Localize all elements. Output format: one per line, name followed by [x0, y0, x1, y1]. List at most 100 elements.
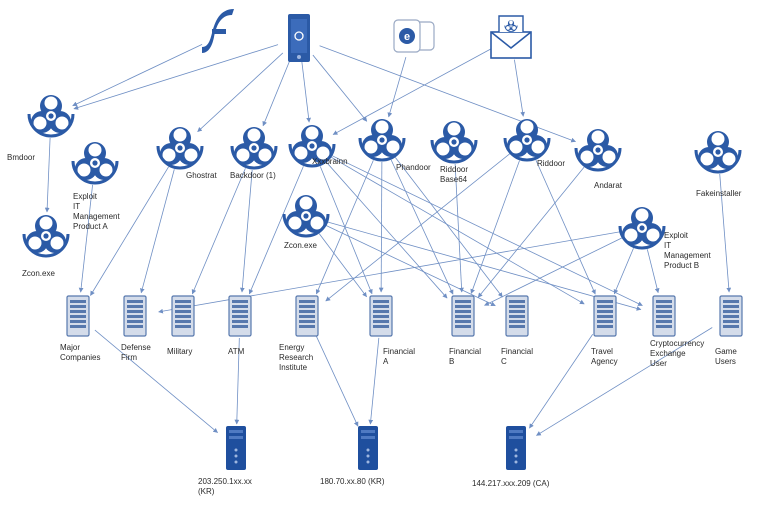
label-military: Military [167, 347, 192, 356]
c2-server-icon-c2a [226, 426, 246, 470]
server-icon-major [66, 295, 90, 337]
edge-backdoor1-atm [239, 169, 253, 293]
edge-finA-c2b [368, 337, 380, 425]
server-icon-crypto [652, 295, 676, 337]
edge-zcon2-finC [325, 225, 496, 307]
biohazard-icon-exploitA [71, 140, 119, 185]
label-zcon1: Zcon.exe [22, 269, 55, 278]
edges-layer [44, 44, 732, 436]
edge-xxx-atm [248, 166, 304, 295]
edge-ghostrat-defense [140, 169, 175, 294]
biohazard-icon-riddoor [503, 117, 551, 162]
edge-phone-bmdoor [73, 44, 279, 110]
label-andarat: Andarat [594, 181, 623, 190]
edge-phone-phandoor [312, 54, 368, 122]
edge-phone-xxx [301, 59, 311, 123]
edge-ghostrat-major [90, 166, 169, 296]
edge-energy-c2b [315, 335, 359, 427]
server-icon-finA [369, 295, 393, 337]
edge-xxx-finB [326, 162, 448, 299]
edge-zcon2-crypto [327, 221, 642, 311]
biohazard-icon-riddoor64 [430, 119, 478, 164]
edge-riddoor-energy [325, 153, 511, 302]
document-browser-icon: e [393, 19, 435, 53]
edge-exploitB-finB [484, 237, 623, 306]
edge-mail-xxx [332, 48, 492, 135]
biohazard-icon-zcon2 [282, 193, 330, 238]
svg-text:e: e [404, 31, 410, 43]
label-c2a: 203.250.1xx.xx(KR) [198, 477, 252, 496]
label-riddoor: Riddoor [537, 159, 565, 168]
edge-bmdoor-zcon1 [44, 137, 51, 213]
biohazard-icon-zcon1 [22, 213, 70, 258]
edge-andarat-finB [477, 166, 585, 298]
edge-phandoor-finC [395, 157, 503, 298]
label-zcon2: Zcon.exe [284, 241, 317, 250]
biohazard-icon-fakeinstaller [694, 129, 742, 174]
c2-layer: 203.250.1xx.xx(KR)180.70.xx.80 (KR)144.2… [198, 426, 550, 496]
server-icon-military [171, 295, 195, 337]
server-icon-finC [505, 295, 529, 337]
edge-backdoor1-military [191, 168, 246, 295]
label-bmdoor: Bmdoor [7, 153, 35, 162]
label-ghostrat: Ghostrat [186, 171, 217, 180]
edge-riddoor64-finB [454, 163, 464, 293]
biohazard-icon-bmdoor [27, 93, 75, 138]
malicious-email-icon [490, 15, 532, 59]
biohazard-icon-phandoor [358, 117, 406, 162]
edge-xxx-travel [330, 156, 585, 305]
label-atm: ATM [228, 347, 245, 356]
edge-atm-c2a [234, 337, 240, 425]
edge-zcon2-finA [318, 233, 367, 298]
label-fakeinstaller: Fakeinstaller [696, 189, 742, 198]
edge-riddoor-finB [470, 160, 520, 294]
edge-game-c2c [536, 327, 713, 436]
biohazard-icon-ghostrat [156, 125, 204, 170]
biohazard-icon-andarat [574, 127, 622, 172]
edge-xxx-finA [319, 166, 373, 295]
edge-phandoor-finA [378, 161, 384, 293]
edge-mail-riddoor [514, 59, 525, 117]
server-icon-defense [123, 295, 147, 337]
edge-ie-phandoor [387, 57, 407, 118]
label-xxx: Xxxbrainn [312, 157, 348, 166]
edge-exploitB-crypto [646, 249, 660, 294]
biohazard-icon-exploitB [618, 205, 666, 250]
server-icon-game [719, 295, 743, 337]
edge-riddoor-travel [535, 159, 596, 295]
label-phandoor: Phandoor [396, 163, 431, 172]
edge-major-c2a [94, 329, 218, 433]
edge-phandoor-finB [390, 159, 454, 295]
edge-exploitA-major [78, 184, 93, 293]
edge-fakeinstaller-game [719, 173, 732, 293]
label-backdoor1: Backdoor (1) [230, 171, 276, 180]
server-icon-atm [228, 295, 252, 337]
server-icon-finB [451, 295, 475, 337]
label-c2c: 144.217.xxx.209 (CA) [472, 479, 550, 488]
flash-icon [202, 9, 234, 53]
edge-phone-ghostrat [197, 52, 284, 133]
mobile-device-icon [288, 14, 310, 62]
c2-server-icon-c2c [506, 426, 526, 470]
biohazard-icon-backdoor1 [230, 125, 278, 170]
edge-travel-c2c [529, 334, 594, 429]
server-icon-travel [593, 295, 617, 337]
edge-exploitB-travel [613, 248, 634, 295]
edge-flash-bmdoor [72, 44, 203, 107]
server-icon-energy [295, 295, 319, 337]
